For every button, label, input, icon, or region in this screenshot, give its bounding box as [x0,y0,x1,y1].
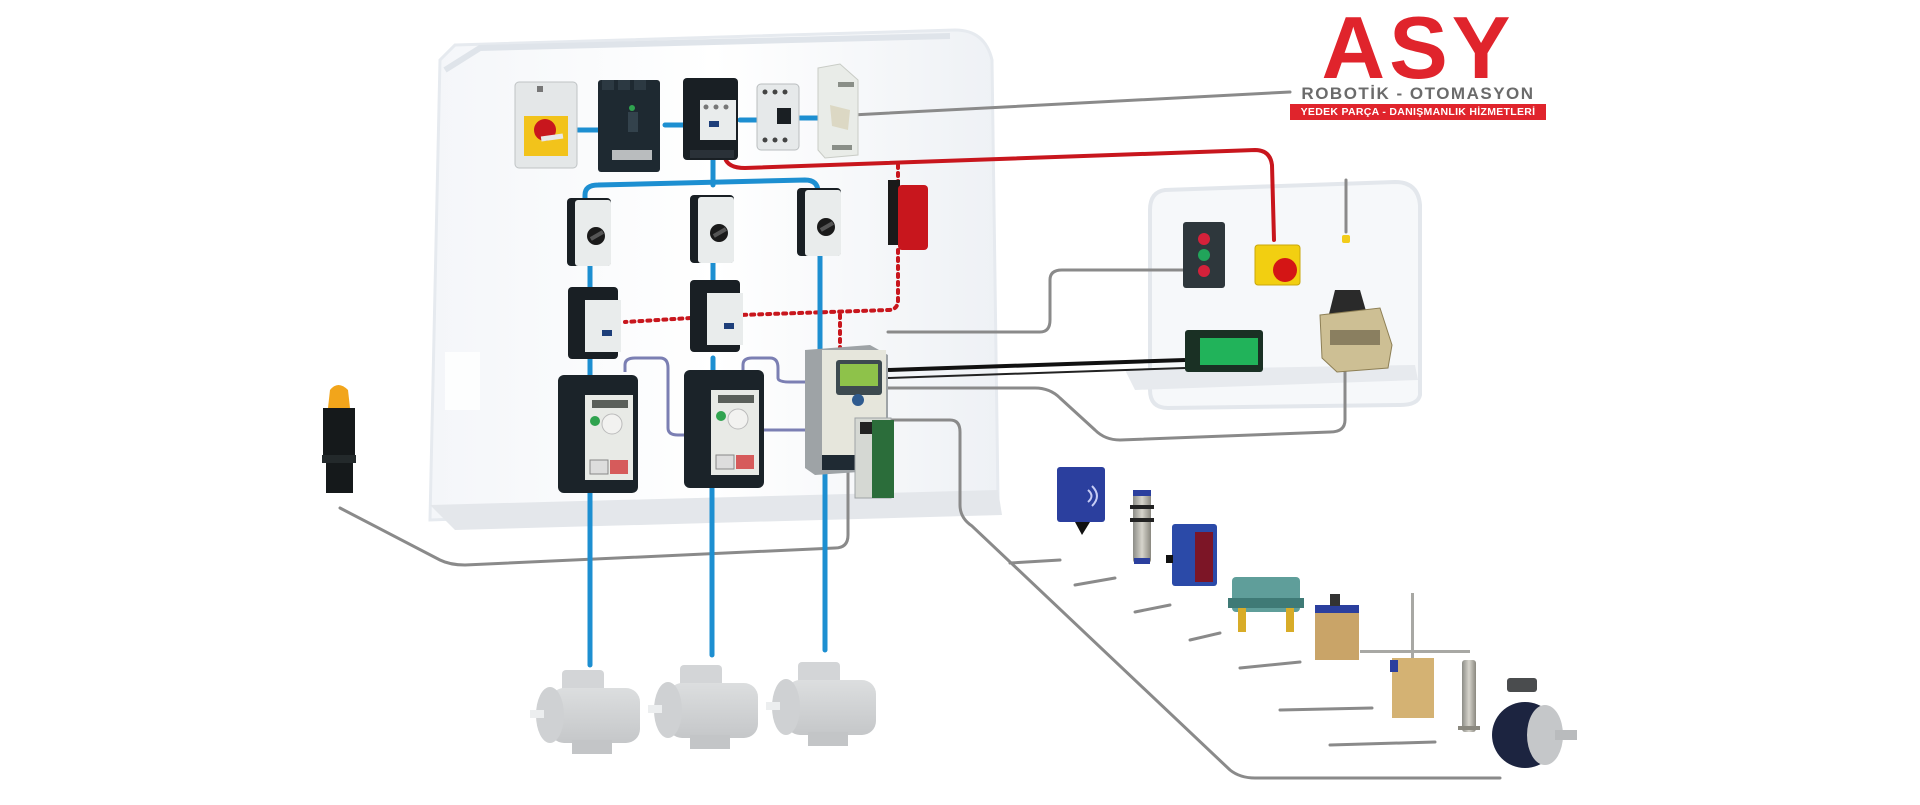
contactor-2[interactable] [690,280,743,352]
control-wires [623,356,808,437]
company-logo: ASY ROBOTİK - OTOMASYON YEDEK PARÇA - DA… [1288,8,1548,120]
inductive-sensor-flat[interactable] [1057,467,1105,535]
limit-switch-lever[interactable] [1315,594,1359,660]
drive-1[interactable] [558,375,638,493]
safety-dotted-wires [623,163,900,352]
main-contactor[interactable] [683,78,738,160]
safety-relay[interactable] [888,180,928,250]
logo-tagline: ROBOTİK - OTOMASYON [1301,84,1535,103]
signal-wires [338,90,1502,780]
wire-sensor-6 [1278,706,1374,712]
drive-2[interactable] [684,370,764,488]
wire-sensor-4 [1188,631,1222,642]
wire-sensor-7 [1328,740,1437,747]
limit-switch-box[interactable] [1228,577,1304,632]
logo-subtitle: YEDEK PARÇA - DANIŞMANLIK HİZMETLERİ [1290,104,1546,120]
wire-sensor-5 [1238,660,1302,670]
wire-sensor-bus [886,418,1502,780]
wire-display [887,358,1186,372]
motor-1[interactable] [530,670,640,754]
circuit-breaker[interactable] [598,80,660,172]
logo-brand-text: ASY [1322,8,1515,82]
logo-brand-mark: ASY [1322,8,1515,82]
wire-sensor-1 [1008,558,1062,565]
safety-wires [723,147,1276,242]
photo-sensor[interactable] [1166,524,1217,586]
motor-breaker-1[interactable] [567,198,611,266]
rotary-encoder[interactable] [1492,678,1577,768]
text-display[interactable] [1185,330,1263,372]
emergency-stop[interactable] [1254,244,1301,286]
motor-breaker-2[interactable] [690,195,734,263]
drive-3[interactable] [805,345,894,499]
wire-pushbutton [886,268,1187,334]
wire-joystick [886,358,1347,442]
pushbutton-station[interactable] [1183,222,1225,288]
wire-sensor-3 [1133,603,1172,614]
wire-display-2 [887,367,1186,379]
wire-sensor-2 [1073,576,1117,587]
motor-2[interactable] [648,665,758,749]
beacon[interactable] [322,385,356,493]
motor-3[interactable] [766,662,876,746]
limit-switch-rod[interactable] [1360,593,1470,718]
motor-breaker-3[interactable] [797,188,841,256]
motor-protector[interactable] [756,83,800,151]
joystick[interactable] [1319,235,1393,373]
contactor-1[interactable] [568,287,621,359]
main-switch[interactable] [514,81,578,169]
power-supply[interactable] [817,63,859,159]
wire-emergency-stop [723,147,1276,242]
wire-logo-supply [850,90,1292,117]
wire-beacon [338,458,850,567]
inductive-sensor-cyl[interactable] [1130,490,1154,564]
cyl-sensor-small[interactable] [1458,660,1480,732]
